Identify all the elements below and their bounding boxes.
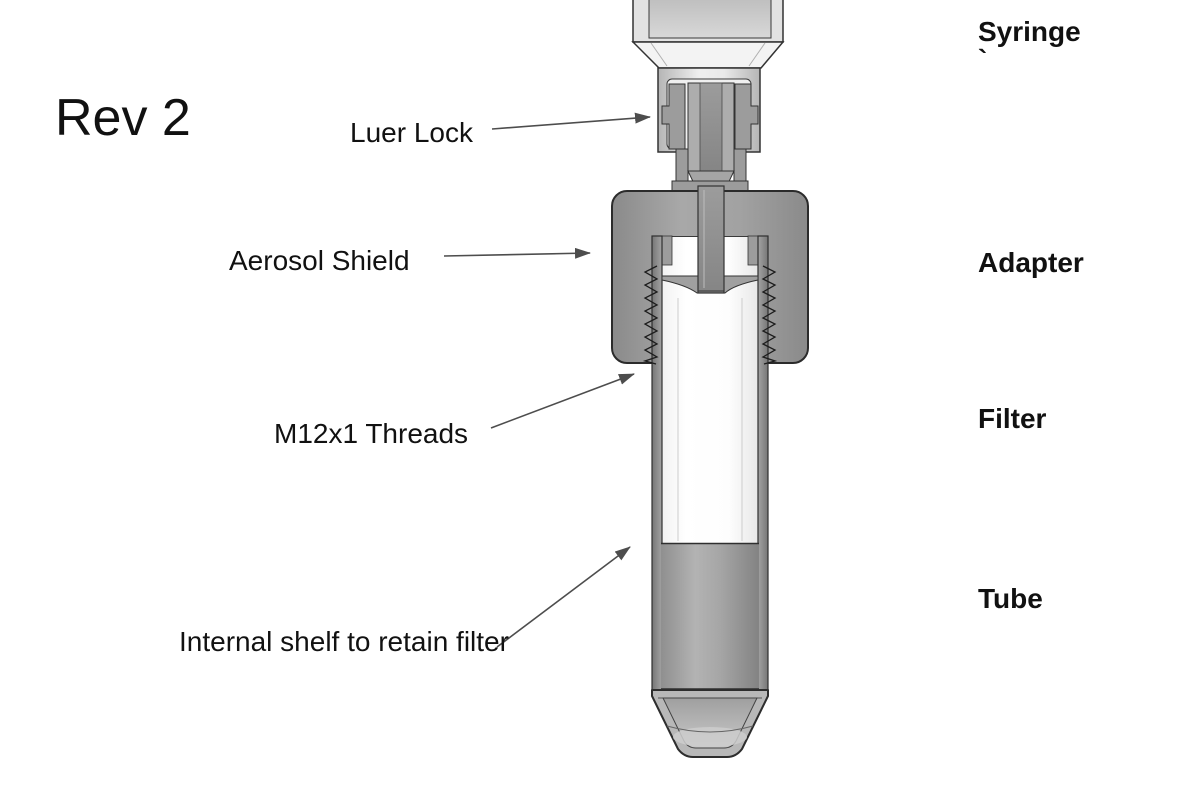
part-label-syringe: Syringe: [978, 16, 1081, 47]
adapter-luer-fitting: [661, 82, 759, 193]
arrow-luer-lock: [491, 112, 651, 130]
adapter-funnel-nozzle: [661, 185, 759, 294]
syringe-shoulder: [631, 41, 785, 69]
callout-label-aerosol-shield: Aerosol Shield: [229, 245, 410, 276]
tube-plug: [661, 542, 759, 690]
thread-right: [761, 265, 778, 365]
threads: [642, 265, 778, 365]
callout-arrows: [443, 112, 651, 648]
callout-label-threads: M12x1 Threads: [274, 418, 469, 449]
callout-label-luer-lock: Luer Lock: [350, 117, 473, 148]
part-label-filter: Filter: [978, 403, 1047, 434]
part-label-adapter: Adapter: [978, 247, 1084, 278]
nozzle: [697, 185, 725, 294]
arrow-aerosol-shield: [443, 247, 591, 259]
part-label-tube: Tube: [978, 583, 1043, 614]
tube-tip: [651, 689, 769, 758]
arrow-internal-shelf: [496, 546, 631, 648]
arrow-threads: [490, 373, 635, 429]
callout-label-internal-shelf: Internal shelf to retain filter: [179, 626, 509, 657]
thread-left: [642, 265, 659, 365]
revision-title: Rev 2: [55, 89, 191, 147]
stray-backtick-character: `: [978, 44, 988, 75]
